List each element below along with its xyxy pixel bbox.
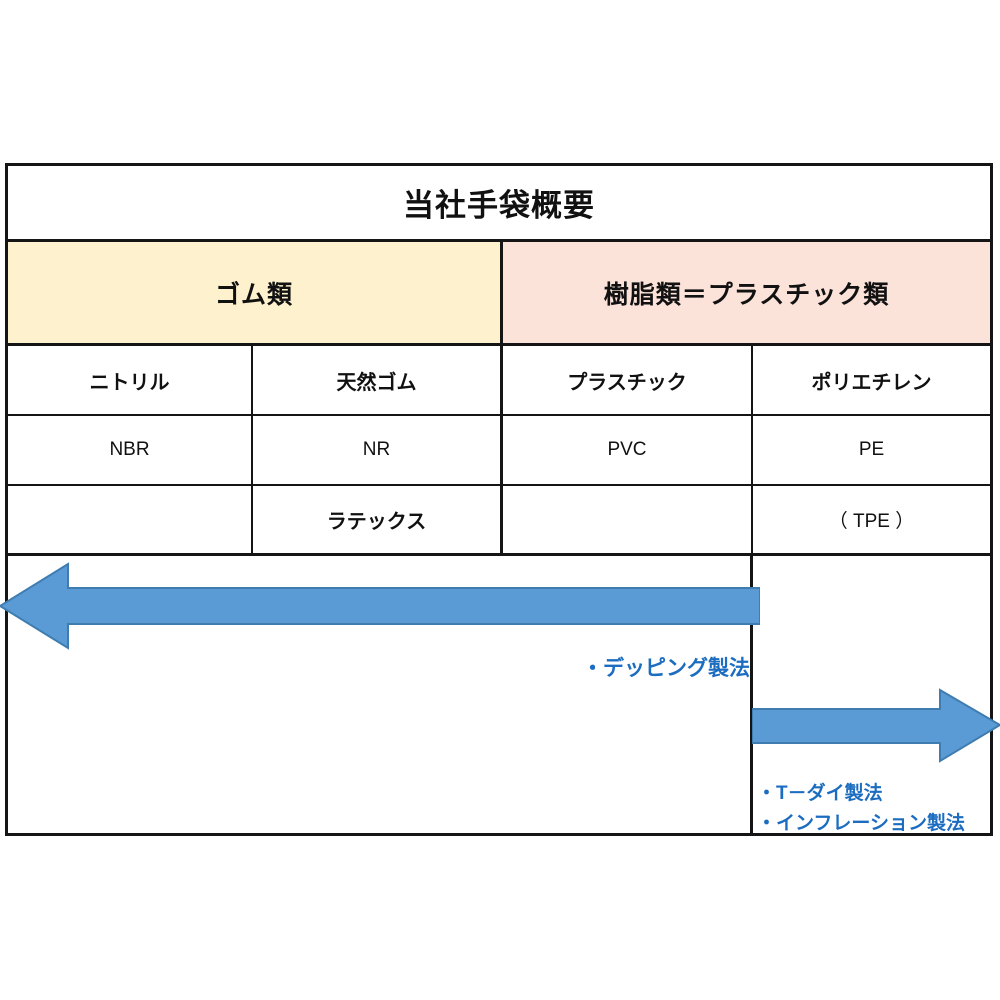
table-row: ニトリル 天然ゴム プラスチック ポリエチレン bbox=[8, 346, 990, 416]
cell-material-nitrile: ニトリル bbox=[8, 346, 253, 414]
table-row: NBR NR PVC PE bbox=[8, 416, 990, 486]
cell-variant-tpe: （ TPE ） bbox=[828, 511, 915, 532]
gloves-overview-table: 当社手袋概要 ゴム類 樹脂類＝プラスチック類 ニトリル 天然ゴム プラスチック … bbox=[0, 163, 1000, 836]
extrusion-arrow-icon bbox=[752, 688, 1000, 763]
annotation-dipping: ・デッピング製法 bbox=[582, 657, 750, 680]
annotation-inflation: ・インフレーション製法 bbox=[757, 813, 966, 834]
process-row: ・デッピング製法 ・T－ダイ製法 ・インフレーション製法 bbox=[0, 556, 1000, 836]
category-label-rubber: ゴム類 bbox=[214, 280, 293, 309]
table-title-row: 当社手袋概要 bbox=[8, 166, 990, 242]
cell-abbrev-pe: PE bbox=[858, 439, 885, 460]
cell-variant-latex: ラテックス bbox=[253, 486, 503, 553]
cell-material-natural-rubber: 天然ゴム bbox=[253, 346, 503, 414]
cell-abbrev-nr: NR bbox=[253, 416, 503, 484]
annotation-t-die: ・T－ダイ製法 bbox=[757, 783, 883, 804]
cell-material-polyethylene: ポリエチレン bbox=[811, 371, 932, 394]
cell-material-plastic: プラスチック bbox=[503, 346, 753, 414]
cell-variant-nitrile-empty bbox=[8, 486, 253, 553]
category-cell-resin: 樹脂類＝プラスチック類 bbox=[503, 242, 990, 343]
cell-abbrev-pvc: PVC bbox=[503, 416, 753, 484]
category-row: ゴム類 樹脂類＝プラスチック類 bbox=[8, 242, 990, 346]
table-row: ラテックス （ TPE ） bbox=[8, 486, 990, 556]
cell-abbrev-nbr: NBR bbox=[8, 416, 253, 484]
process-cell-extrusion: ・T－ダイ製法 ・インフレーション製法 bbox=[752, 556, 1000, 836]
dipping-arrow-icon bbox=[0, 562, 760, 650]
cell-variant-plastic-empty bbox=[503, 486, 753, 553]
page-title: 当社手袋概要 bbox=[403, 188, 595, 223]
category-cell-rubber: ゴム類 bbox=[8, 242, 503, 343]
process-cell-dipping: ・デッピング製法 bbox=[0, 556, 760, 836]
category-label-resin: 樹脂類＝プラスチック類 bbox=[603, 280, 890, 309]
